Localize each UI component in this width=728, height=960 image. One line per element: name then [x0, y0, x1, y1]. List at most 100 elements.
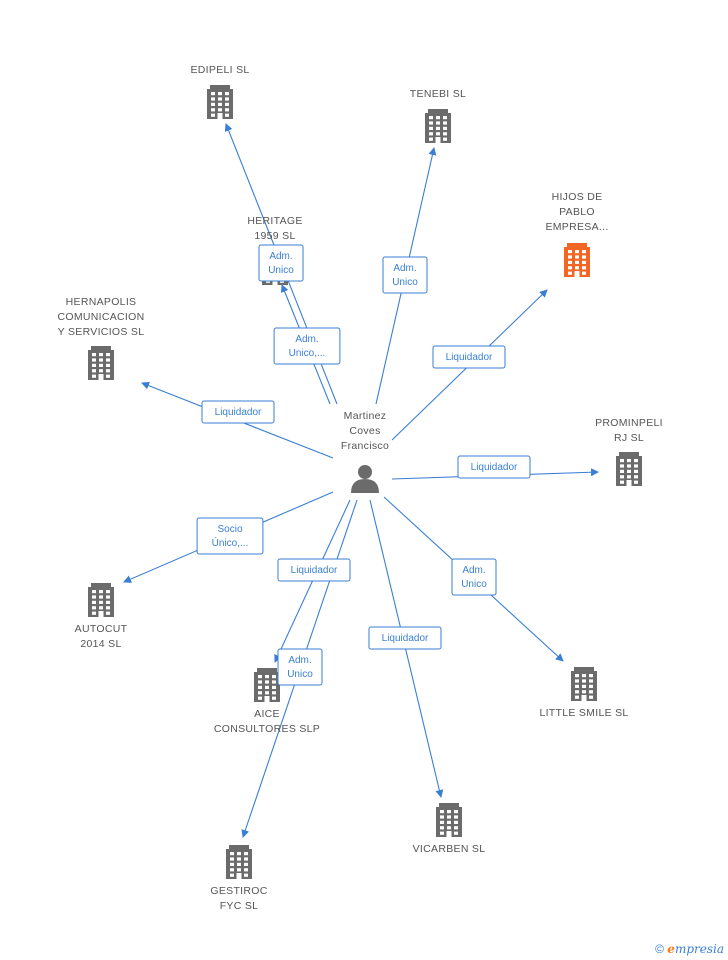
building-window — [429, 126, 433, 130]
building-window — [211, 102, 215, 106]
company-node-hijos[interactable]: HIJOS DEPABLOEMPRESA... — [545, 191, 608, 277]
edge-label-box — [451, 558, 497, 596]
building-window — [244, 862, 248, 866]
person-icon[interactable] — [351, 465, 379, 493]
brand-initial: e — [667, 942, 675, 956]
building-window — [575, 260, 579, 264]
building-window — [265, 685, 269, 689]
building-window — [258, 696, 262, 700]
building-icon[interactable] — [564, 243, 590, 277]
edge-label-box — [432, 345, 506, 369]
building-window — [575, 695, 579, 699]
building-window — [589, 684, 593, 688]
building-window — [265, 675, 269, 679]
building-door — [217, 113, 223, 119]
building-window — [575, 679, 579, 683]
building-icon[interactable] — [88, 346, 114, 380]
building-icon[interactable] — [207, 85, 233, 119]
edge-label-little[interactable]: Adm.Unico — [451, 558, 497, 596]
building-window — [575, 255, 579, 259]
company-label-line: GESTIROC — [210, 885, 267, 897]
person-label-line: Francisco — [341, 440, 389, 452]
building-window — [440, 815, 444, 819]
building-top — [567, 243, 587, 249]
building-window — [634, 480, 638, 484]
edge-label-box — [457, 455, 531, 479]
building-window — [436, 132, 440, 136]
building-window — [244, 873, 248, 877]
building-window — [99, 595, 103, 599]
edge-label-autocut[interactable]: SocioÚnico,... — [196, 517, 264, 555]
edge-label-vicarben[interactable]: Liquidador — [368, 626, 442, 650]
building-window — [436, 116, 440, 120]
edge-label-tenebi[interactable]: Adm.Unico — [382, 256, 428, 294]
company-node-tenebi[interactable]: TENEBI SL — [410, 88, 466, 143]
edge-label-hernapolis[interactable]: Liquidador — [201, 400, 275, 424]
building-window — [589, 679, 593, 683]
brand-name: mpresia — [674, 942, 724, 956]
building-window — [440, 826, 444, 830]
edge-label-prominpeli[interactable]: Liquidador — [457, 455, 531, 479]
building-window — [443, 121, 447, 125]
company-label-line: Y SERVICIOS SL — [58, 326, 145, 338]
building-window — [582, 266, 586, 270]
company-label-line: RJ SL — [614, 432, 644, 444]
building-window — [92, 353, 96, 357]
edge-label-text: Adm. — [295, 334, 318, 345]
building-icon[interactable] — [226, 845, 252, 879]
building-window — [454, 810, 458, 814]
edge-label-gestiroc[interactable]: Adm.Unico — [277, 648, 323, 686]
edge-label-hijos[interactable]: Liquidador — [432, 345, 506, 369]
building-icon[interactable] — [436, 803, 462, 837]
building-window — [99, 353, 103, 357]
company-label-line: AUTOCUT — [75, 623, 128, 635]
building-window — [568, 260, 572, 264]
edge-label-aice[interactable]: Liquidador — [277, 558, 351, 582]
building-window — [589, 674, 593, 678]
building-window — [92, 606, 96, 610]
company-node-prominpeli[interactable]: PROMINPELI RJ SL — [595, 417, 663, 486]
company-label-line: VICARBEN SL — [413, 843, 486, 855]
building-window — [106, 595, 110, 599]
building-icon[interactable] — [254, 668, 280, 702]
building-door — [98, 611, 104, 617]
building-icon[interactable] — [571, 667, 597, 701]
company-label-line: PROMINPELI — [595, 417, 663, 429]
building-window — [568, 255, 572, 259]
building-window — [447, 815, 451, 819]
edge-label-heritage[interactable]: Adm.Unico — [258, 244, 304, 282]
building-window — [582, 679, 586, 683]
edge-label-box — [368, 626, 442, 650]
footer-brand[interactable]: © empresia — [655, 942, 724, 956]
company-node-edipeli[interactable]: EDIPELI SL — [190, 64, 249, 119]
building-window — [454, 820, 458, 824]
building-window — [92, 600, 96, 604]
building-window — [106, 611, 110, 615]
edge-label-text: Unico,... — [289, 348, 326, 359]
building-window — [454, 826, 458, 830]
edge-label-edipeli[interactable]: Adm. Unico,... — [273, 327, 341, 365]
building-icon[interactable] — [425, 109, 451, 143]
edge-label-text: Liquidador — [382, 633, 429, 644]
company-node-vicarben[interactable]: VICARBEN SL — [413, 803, 486, 855]
company-label-line: HERNAPOLIS — [66, 296, 137, 308]
edge-label-box — [258, 244, 304, 282]
building-window — [225, 113, 229, 117]
building-icon[interactable] — [616, 452, 642, 486]
building-window — [99, 369, 103, 373]
building-window — [454, 831, 458, 835]
edge-label-box — [196, 517, 264, 555]
company-node-little[interactable]: LITTLE SMILE SL — [539, 667, 628, 719]
building-window — [436, 121, 440, 125]
building-window — [582, 271, 586, 275]
building-window — [258, 691, 262, 695]
building-window — [634, 464, 638, 468]
building-top — [91, 583, 111, 589]
edge-label-box — [273, 327, 341, 365]
building-icon[interactable] — [88, 583, 114, 617]
